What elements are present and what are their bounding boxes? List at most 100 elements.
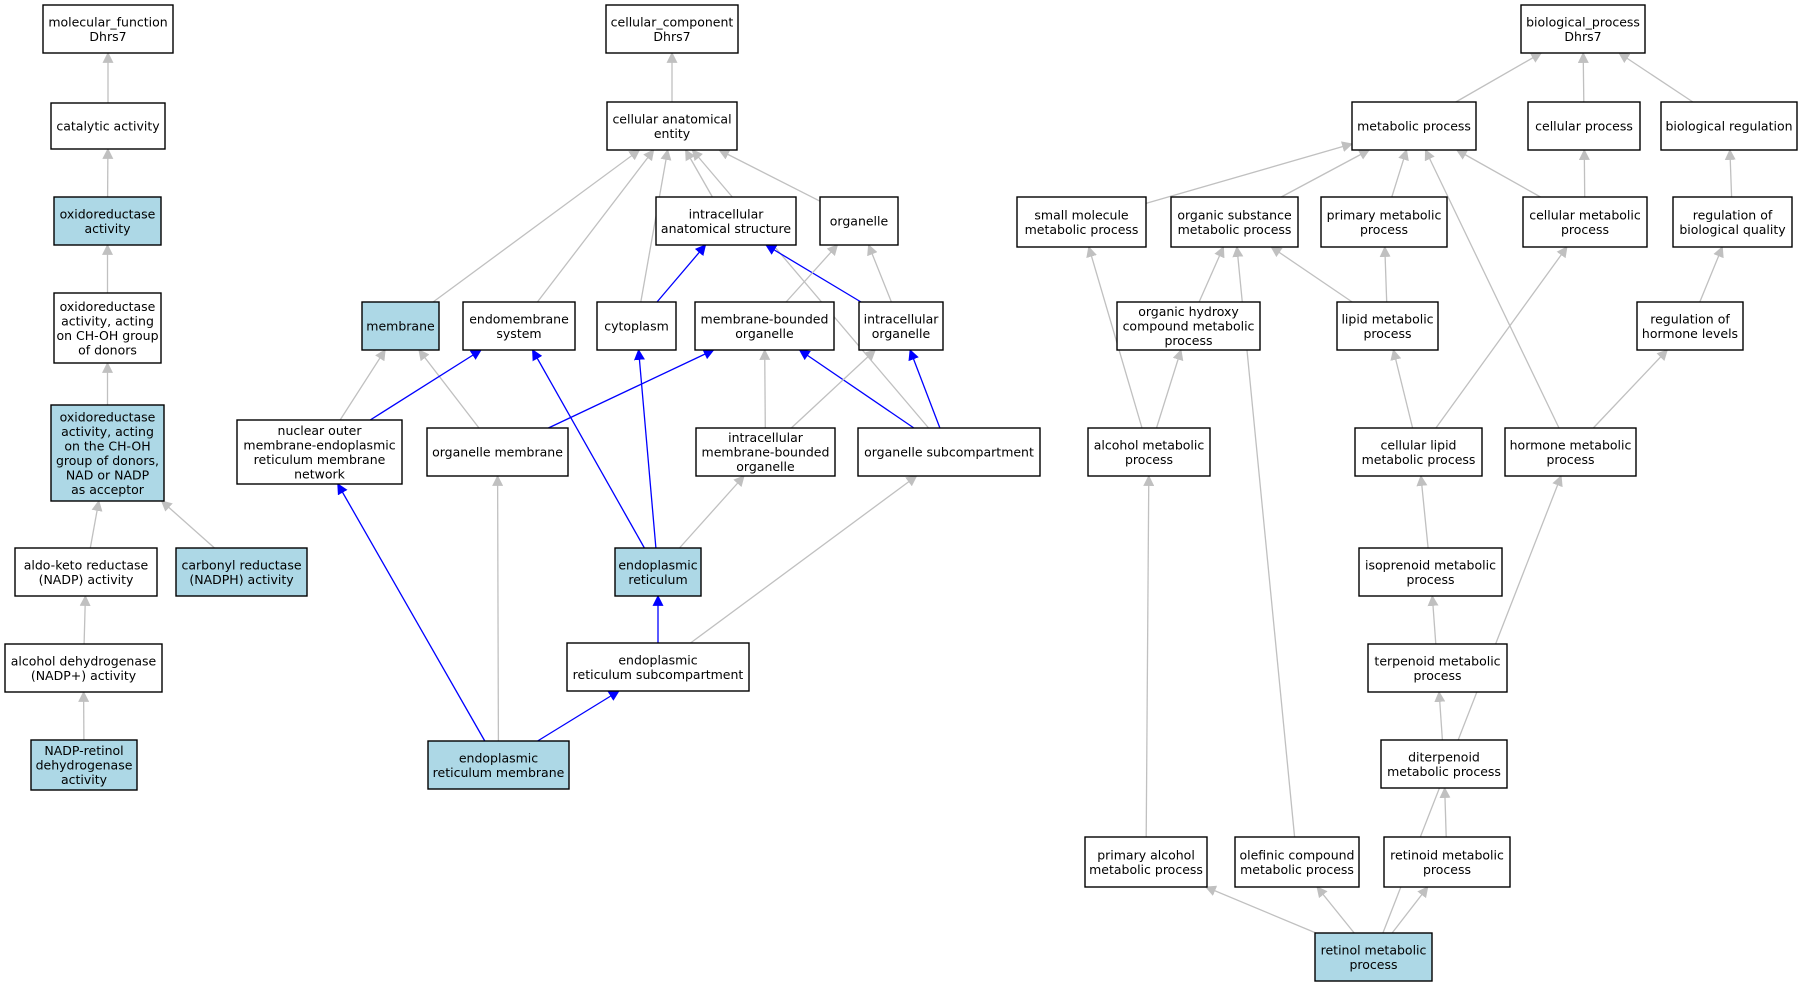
go-term-org-mem[interactable]: organelle membrane bbox=[426, 427, 569, 477]
go-term-organelle[interactable]: organelle bbox=[819, 196, 899, 246]
node-label-line: activity, acting bbox=[61, 424, 154, 439]
edge-prim_alc-to-alc_met bbox=[1143, 474, 1155, 838]
node-box bbox=[1380, 739, 1508, 789]
node-label-line: hormone metabolic bbox=[1510, 437, 1632, 452]
node-label-line: membrane-bounded bbox=[702, 445, 830, 460]
node-label-line: network bbox=[294, 466, 346, 481]
node-box bbox=[605, 4, 739, 54]
edge-membrane-to-cae bbox=[432, 149, 641, 303]
edge-line bbox=[1439, 786, 1451, 838]
node-box bbox=[596, 301, 677, 351]
node-label-line: isoprenoid metabolic bbox=[1365, 557, 1496, 572]
edge-er_mem-to-er_sub bbox=[537, 690, 620, 742]
edge-imbo-to-intra_org bbox=[790, 349, 877, 429]
edge-retinol-to-retinoid bbox=[1391, 886, 1429, 934]
edge-line bbox=[656, 244, 707, 303]
go-term-nuclear-outer[interactable]: nuclear outermembrane-endoplasmicreticul… bbox=[236, 419, 403, 485]
node-label-line: activity bbox=[61, 772, 108, 787]
go-term-aldoketo[interactable]: aldo-keto reductase(NADP) activity bbox=[14, 547, 158, 597]
node-box bbox=[1383, 836, 1511, 888]
go-term-cellular-proc[interactable]: cellular process bbox=[1527, 101, 1641, 151]
node-label-line: organic substance bbox=[1177, 207, 1292, 222]
node-label-line: cellular_component bbox=[611, 14, 734, 29]
node-label-line: regulation of bbox=[1650, 311, 1730, 326]
node-box bbox=[361, 301, 440, 351]
node-box bbox=[1672, 196, 1793, 248]
node-label-line: cellular metabolic bbox=[1529, 207, 1641, 222]
edge-line bbox=[1280, 149, 1371, 198]
node-label-line: process bbox=[1546, 452, 1594, 467]
edge-line bbox=[1270, 246, 1353, 303]
edge-line bbox=[785, 244, 839, 303]
edge-line bbox=[536, 149, 655, 303]
edge-line bbox=[1391, 886, 1429, 934]
node-box bbox=[50, 404, 165, 502]
node-box bbox=[1636, 301, 1744, 351]
node-label-line: oxidoreductase bbox=[60, 299, 156, 314]
go-term-carbonyl[interactable]: carbonyl reductase(NADPH) activity bbox=[175, 547, 308, 597]
go-term-bio-reg[interactable]: biological regulation bbox=[1660, 101, 1798, 151]
edge-lipid_met-to-primary_met bbox=[1379, 245, 1391, 303]
edge-isoprenoid-to-cell_lipid bbox=[1416, 474, 1429, 549]
node-label-line: process bbox=[1164, 333, 1212, 348]
edge-aldoketo-to-oxred_nad bbox=[89, 499, 103, 549]
go-term-cytoplasm[interactable]: cytoplasm bbox=[596, 301, 677, 351]
node-label-line: endomembrane bbox=[469, 311, 569, 326]
go-term-org-sub[interactable]: organelle subcompartment bbox=[857, 427, 1041, 477]
edge-small_mol-to-metabolic bbox=[1145, 141, 1354, 205]
node-label-line: system bbox=[496, 326, 541, 341]
node-box bbox=[53, 292, 162, 364]
edge-line bbox=[532, 349, 645, 549]
node-label-line: metabolic process bbox=[1387, 764, 1501, 779]
node-label-line: primary alcohol bbox=[1097, 847, 1195, 862]
edge-cell_lipid-to-cell_met bbox=[1435, 246, 1568, 429]
node-label-line: intracellular bbox=[864, 311, 940, 326]
edge-hormone_met-to-metabolic bbox=[1424, 149, 1560, 429]
node-label-line: activity bbox=[84, 221, 131, 236]
edge-org_hydroxy-to-org_subst bbox=[1198, 245, 1225, 303]
go-term-metabolic[interactable]: metabolic process bbox=[1351, 101, 1477, 151]
edge-intra_org-to-organelle bbox=[867, 243, 893, 303]
node-label-line: organelle bbox=[735, 326, 794, 341]
edge-er_mem-to-nuclear_outer bbox=[337, 483, 486, 742]
go-term-alcdh[interactable]: alcohol dehydrogenase(NADP+) activity bbox=[4, 643, 163, 693]
go-term-catalytic[interactable]: catalytic activity bbox=[50, 102, 166, 150]
go-term-membrane[interactable]: membrane bbox=[361, 301, 440, 351]
edge-intra_org-to-ias bbox=[765, 244, 862, 303]
node-label-line: small molecule bbox=[1034, 207, 1129, 222]
